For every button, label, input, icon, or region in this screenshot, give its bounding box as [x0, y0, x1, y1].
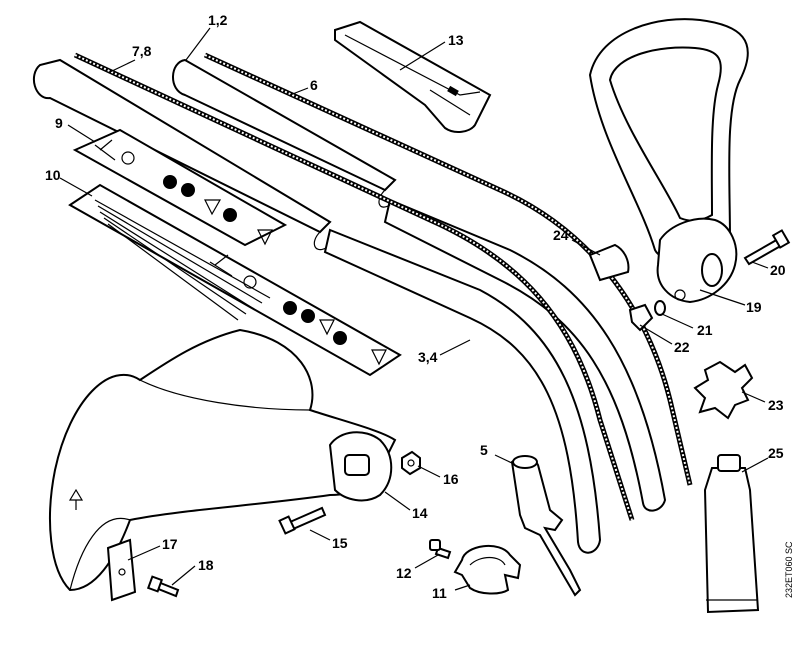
decal-9 — [72, 128, 288, 247]
callout-11: 11 — [432, 585, 447, 601]
callout-25: 25 — [768, 445, 784, 461]
grease-tube-25 — [703, 454, 760, 614]
nut-16 — [401, 450, 421, 476]
callout-17: 17 — [162, 536, 178, 552]
callout-20: 20 — [770, 262, 786, 278]
callout-21: 21 — [697, 322, 713, 338]
callout-6: 6 — [310, 77, 318, 93]
washer-21 — [654, 300, 666, 316]
decal-10 — [68, 183, 402, 377]
loop-handle-19 — [588, 18, 749, 304]
callout-19: 19 — [746, 299, 762, 315]
bracket-13 — [334, 20, 492, 133]
callout-15: 15 — [332, 535, 348, 551]
callout-3-4: 3,4 — [418, 349, 438, 365]
callout-7-8: 7,8 — [132, 43, 152, 59]
screw-18 — [146, 575, 180, 598]
callout-5: 5 — [480, 442, 488, 458]
callouts: 1,2 7,8 13 6 9 10 24 20 19 21 22 3,4 23 … — [45, 12, 786, 601]
wing-nut-22 — [628, 303, 654, 332]
callout-1-2: 1,2 — [208, 12, 228, 28]
callout-24: 24 — [553, 227, 569, 243]
callout-14: 14 — [412, 505, 428, 521]
drive-tube — [32, 58, 667, 554]
screw-20 — [743, 229, 791, 266]
callout-22: 22 — [674, 339, 690, 355]
diagram-code: 232ET060 SC — [784, 541, 794, 598]
callout-18: 18 — [198, 557, 214, 573]
drive-shafts — [73, 52, 693, 521]
clip-24 — [588, 243, 630, 282]
screw-15 — [278, 506, 327, 535]
callout-12: 12 — [396, 565, 412, 581]
callout-9: 9 — [55, 115, 63, 131]
deflector-14 — [49, 328, 397, 592]
screw-12 — [429, 539, 452, 560]
plate-17 — [106, 538, 137, 602]
clamp-11 — [453, 544, 522, 595]
callout-13: 13 — [448, 32, 464, 48]
star-knob-23 — [693, 360, 754, 420]
gear-shaft-5 — [510, 455, 582, 597]
callout-23: 23 — [768, 397, 784, 413]
leader-lines — [59, 27, 769, 591]
callout-10: 10 — [45, 167, 61, 183]
callout-16: 16 — [443, 471, 459, 487]
